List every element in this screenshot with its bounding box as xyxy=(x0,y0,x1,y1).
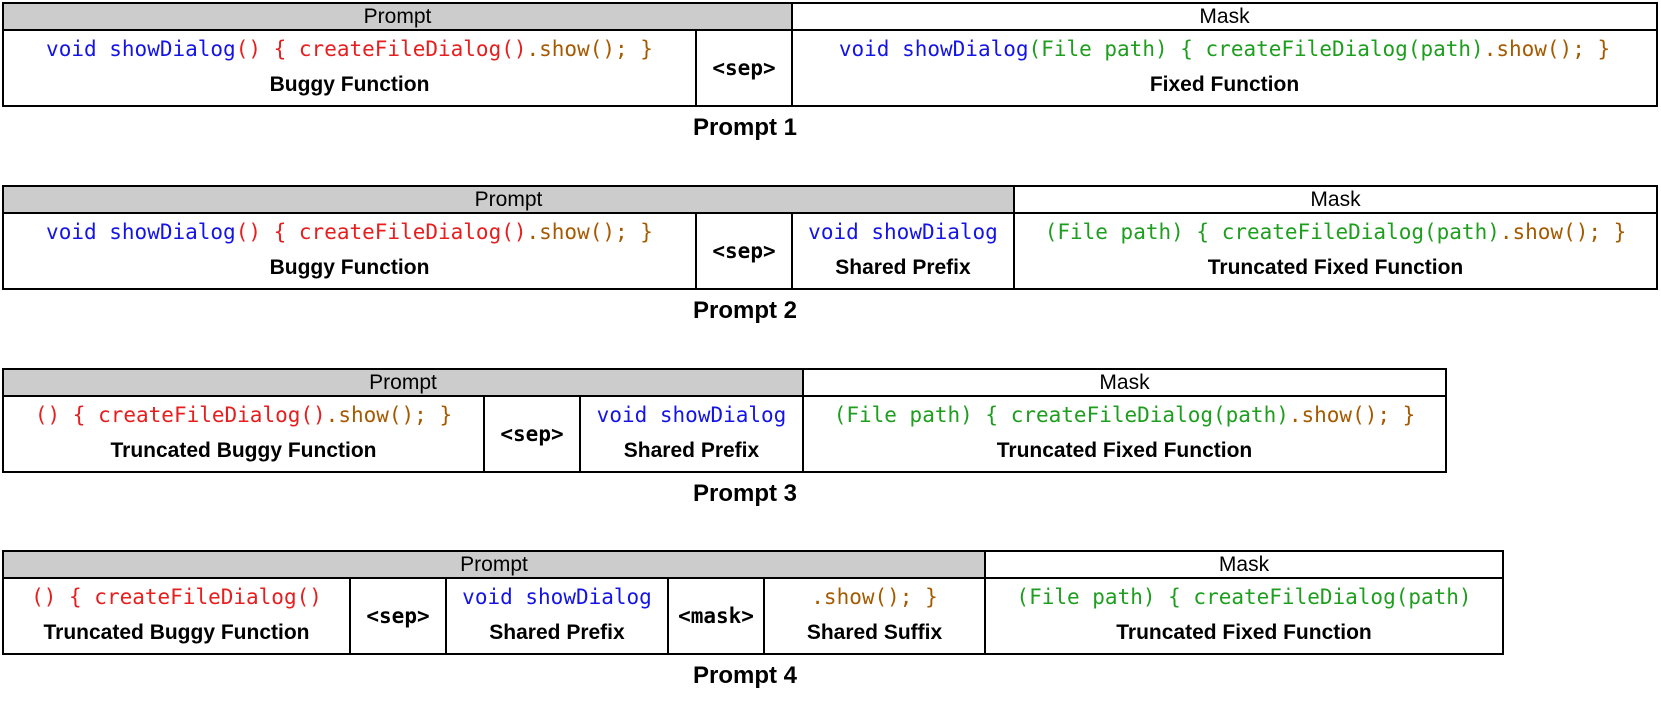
p4-mask-cell: <mask> xyxy=(667,577,765,655)
p1-fixed-cell: void showDialog(File path) { createFileD… xyxy=(791,29,1658,107)
p1-buggy-label: Buggy Function xyxy=(269,73,430,96)
p4-prompt-header: Prompt xyxy=(2,550,986,579)
p1-mask-header-label: Mask xyxy=(1199,4,1250,28)
p2-prompt-header-label: Prompt xyxy=(474,187,543,211)
p3-sep-token: <sep> xyxy=(500,422,564,446)
p3-prompt-header: Prompt xyxy=(2,368,804,397)
p4-suffix-code: .show(); } xyxy=(811,585,938,609)
p1-buggy-code: void showDialog() { createFileDialog().s… xyxy=(46,37,653,61)
p3-truncfixed-cell: (File path) { createFileDialog(path).sho… xyxy=(802,395,1447,473)
p3-prefix-label: Shared Prefix xyxy=(623,439,760,462)
p4-mask-header-label: Mask xyxy=(1218,552,1270,576)
p2-sep-token: <sep> xyxy=(712,239,776,263)
p3-mask-header-label: Mask xyxy=(1099,370,1150,394)
p4-prefix-cell: void showDialog Shared Prefix xyxy=(445,577,669,655)
p4-mask-header: Mask xyxy=(984,550,1504,579)
p4-suffix-cell: .show(); } Shared Suffix xyxy=(763,577,986,655)
p4-truncfixed-code: (File path) { createFileDialog(path) xyxy=(1016,585,1472,609)
p3-truncbuggy-label: Truncated Buggy Function xyxy=(110,439,377,462)
p2-prefix-cell: void showDialog Shared Prefix xyxy=(791,212,1015,290)
p2-buggy-code: void showDialog() { createFileDialog().s… xyxy=(46,220,653,244)
p2-truncfixed-label: Truncated Fixed Function xyxy=(1207,256,1464,279)
p2-buggy-label: Buggy Function xyxy=(269,256,430,279)
p3-prompt-header-label: Prompt xyxy=(369,370,437,394)
p4-sep-cell: <sep> xyxy=(349,577,447,655)
p3-truncbuggy-code: () { createFileDialog().show(); } xyxy=(34,403,453,427)
p1-prompt-header-label: Prompt xyxy=(363,4,432,28)
p1-fixed-label: Fixed Function xyxy=(1149,73,1300,96)
p4-caption: Prompt 4 xyxy=(692,662,797,689)
p1-caption: Prompt 1 xyxy=(692,114,797,141)
p2-caption: Prompt 2 xyxy=(692,297,797,324)
p1-sep-cell: <sep> xyxy=(695,29,793,107)
p2-prefix-label: Shared Prefix xyxy=(835,256,971,279)
p1-buggy-cell: void showDialog() { createFileDialog().s… xyxy=(2,29,697,107)
p1-prompt-header: Prompt xyxy=(2,2,793,31)
p4-suffix-label: Shared Suffix xyxy=(806,621,943,644)
p2-truncfixed-cell: (File path) { createFileDialog(path).sho… xyxy=(1013,212,1658,290)
p3-truncbuggy-cell: () { createFileDialog().show(); } Trunca… xyxy=(2,395,485,473)
p2-mask-header: Mask xyxy=(1013,185,1658,214)
p4-prefix-code: void showDialog xyxy=(462,585,652,609)
p4-mask-token: <mask> xyxy=(678,604,754,628)
p2-prompt-header: Prompt xyxy=(2,185,1015,214)
p1-mask-header: Mask xyxy=(791,2,1658,31)
p2-sep-cell: <sep> xyxy=(695,212,793,290)
p3-mask-header: Mask xyxy=(802,368,1447,397)
p4-truncfixed-cell: (File path) { createFileDialog(path) Tru… xyxy=(984,577,1504,655)
p4-prompt-header-label: Prompt xyxy=(460,552,528,576)
p4-truncbuggy-code: () { createFileDialog() xyxy=(31,585,322,609)
p4-sep-token: <sep> xyxy=(366,604,430,628)
p4-truncfixed-label: Truncated Fixed Function xyxy=(1116,621,1372,644)
p3-sep-cell: <sep> xyxy=(483,395,581,473)
p3-caption: Prompt 3 xyxy=(692,480,797,507)
p1-sep-token: <sep> xyxy=(712,56,776,80)
p2-mask-header-label: Mask xyxy=(1310,187,1361,211)
p2-prefix-code: void showDialog xyxy=(808,220,998,244)
p3-prefix-cell: void showDialog Shared Prefix xyxy=(579,395,804,473)
p4-truncbuggy-label: Truncated Buggy Function xyxy=(43,621,310,644)
p2-buggy-cell: void showDialog() { createFileDialog().s… xyxy=(2,212,697,290)
p1-fixed-code: void showDialog(File path) { createFileD… xyxy=(838,37,1611,61)
p3-truncfixed-label: Truncated Fixed Function xyxy=(996,439,1253,462)
p3-prefix-code: void showDialog xyxy=(596,403,787,427)
p4-truncbuggy-cell: () { createFileDialog() Truncated Buggy … xyxy=(2,577,351,655)
p2-truncfixed-code: (File path) { createFileDialog(path).sho… xyxy=(1044,220,1627,244)
p3-truncfixed-code: (File path) { createFileDialog(path).sho… xyxy=(833,403,1416,427)
p4-prefix-label: Shared Prefix xyxy=(489,621,625,644)
